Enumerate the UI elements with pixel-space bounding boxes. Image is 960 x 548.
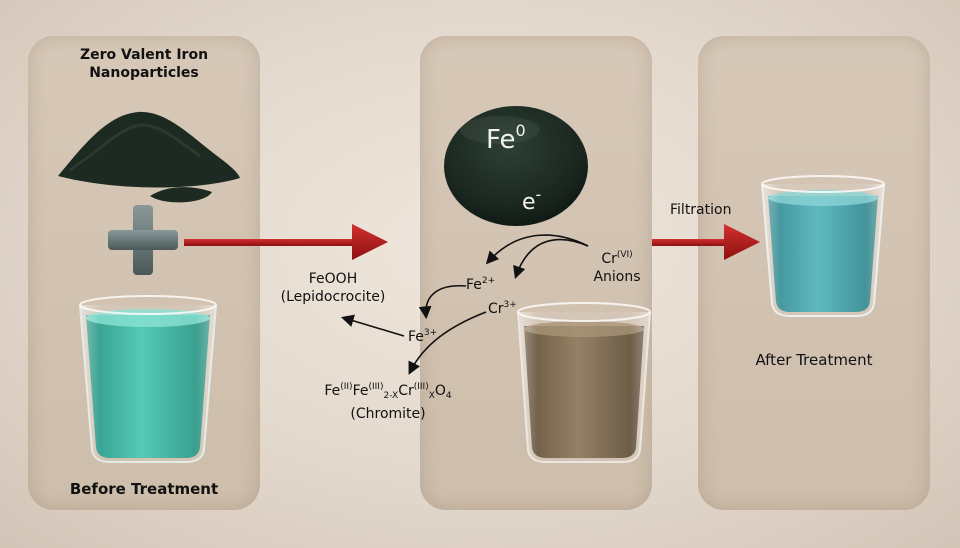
glass-before-treatment — [79, 295, 217, 463]
electron-label: e- — [522, 185, 542, 215]
chromite-fe-ii-state: (II) — [340, 382, 353, 392]
anions-text: Anions — [593, 269, 641, 285]
fe2-label: Fe2+ — [466, 272, 495, 294]
chromite-text: (Chromite) — [350, 406, 426, 422]
electron-symbol: e — [522, 190, 536, 215]
arrow-to-reaction — [184, 224, 388, 260]
chromite-fe-iii: Fe — [352, 383, 369, 399]
chromite-cr-iii-state: (III) — [413, 382, 429, 392]
cr3-symbol: Cr — [488, 301, 504, 317]
feooh-formula: FeOOH — [308, 271, 358, 287]
fe3-label: Fe3+ — [408, 324, 437, 346]
chromite-cr-iii: Cr — [398, 383, 414, 399]
fe2-symbol: Fe — [466, 277, 482, 293]
fe0-label: Fe0 — [486, 121, 526, 154]
before-treatment-label: Before Treatment — [69, 480, 219, 498]
electron-charge: - — [535, 185, 542, 204]
crvi-anions-label: Cr(VI) Anions — [582, 246, 652, 286]
chromite-cr-iii-count: X — [428, 391, 435, 401]
zvi-title-line2: Nanoparticles — [89, 65, 199, 81]
crvi-state: (VI) — [616, 250, 633, 260]
arrow-to-filtration — [652, 224, 760, 260]
reaction-arrows — [340, 234, 589, 375]
glass-after-treatment — [761, 175, 885, 317]
fe3-charge: 3+ — [423, 328, 438, 338]
arrow-to-chromite — [408, 311, 487, 375]
plus-icon — [108, 205, 178, 275]
cr3-label: Cr3+ — [488, 296, 517, 318]
chromite-fe-iii-count: 2-X — [383, 391, 399, 401]
arrow-crvi-to-cr3 — [513, 238, 589, 280]
after-treatment-label: After Treatment — [755, 351, 873, 369]
arrow-fe2-to-fe3 — [418, 284, 467, 320]
feooh-label: FeOOH (Lepidocrocite) — [268, 270, 398, 306]
arrow-fe3-to-feooh — [340, 314, 405, 337]
filtration-label: Filtration — [670, 202, 732, 218]
zvi-title: Zero Valent Iron Nanoparticles — [64, 46, 224, 82]
chromite-label: Fe(II)Fe(III)2-XCr(III)XO4 (Chromite) — [298, 378, 478, 423]
arrow-crvi-to-fe2 — [485, 234, 589, 265]
fe3-symbol: Fe — [408, 329, 424, 345]
chromite-oxygen-count: 4 — [445, 391, 452, 401]
crvi-symbol: Cr — [601, 251, 617, 267]
iron-powder-pile — [58, 111, 240, 203]
chromite-oxygen: O — [434, 383, 446, 399]
cr3-charge: 3+ — [503, 300, 517, 310]
fe0-symbol: Fe — [486, 125, 516, 155]
chromite-fe-iii-state: (III) — [368, 382, 384, 392]
fe2-charge: 2+ — [481, 276, 496, 286]
fe0-oxidation: 0 — [515, 121, 526, 140]
zvi-title-line1: Zero Valent Iron — [79, 47, 209, 63]
chromite-formula: Fe(II)Fe(III)2-XCr(III)XO4 — [298, 378, 478, 405]
fe0-particle — [444, 106, 588, 226]
lepidocrocite-text: (Lepidocrocite) — [280, 289, 386, 305]
chromite-fe-ii: Fe — [324, 383, 341, 399]
glass-during-treatment — [517, 302, 651, 463]
